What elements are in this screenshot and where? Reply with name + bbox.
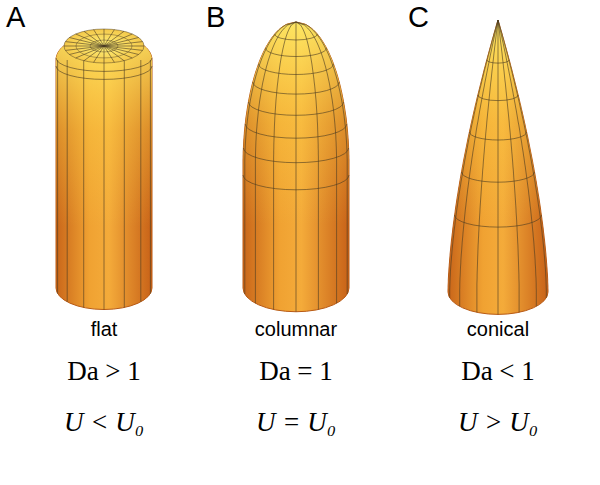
grid-ring (275, 34, 318, 40)
grid-meridian (83, 60, 84, 308)
damkohler-condition: Da = 1 (259, 357, 333, 387)
flat-front (56, 29, 152, 310)
grid-ring (76, 34, 132, 58)
grid-meridian (245, 22, 296, 294)
highlight (56, 34, 152, 310)
grid-ring (56, 66, 152, 79)
grid-spoke (104, 29, 105, 46)
grid-meridian (296, 22, 297, 312)
damkohler-condition: Da < 1 (461, 357, 535, 387)
grid-meridian (450, 20, 498, 298)
surface (243, 22, 349, 312)
grid-spoke (104, 46, 105, 63)
velocity-condition: U = U₀ (256, 408, 336, 438)
surface (448, 20, 548, 314)
grid-spoke (94, 30, 104, 46)
grid-meridian (498, 20, 499, 314)
grid-meridian (498, 20, 546, 298)
panel-letter: A (6, 2, 25, 34)
grid-ring (248, 102, 343, 115)
grid-spoke (65, 46, 104, 50)
grid-spoke (104, 38, 139, 47)
surface (56, 34, 152, 310)
conical-front (448, 20, 548, 314)
highlight (243, 22, 349, 312)
grid-meridian (150, 60, 151, 294)
grid-ring (266, 48, 327, 57)
grid-ring (455, 215, 542, 227)
grid-spoke (84, 31, 104, 46)
velocity-condition: U < U₀ (64, 408, 144, 438)
panel-letter: B (206, 2, 225, 34)
grid-meridian (124, 60, 125, 308)
top-face (64, 29, 144, 63)
grid-meridian (498, 20, 519, 312)
panel-letter: C (408, 2, 429, 34)
grid-meridian (140, 60, 141, 302)
grid-ring (478, 95, 518, 101)
grid-ring (90, 40, 118, 52)
grid-meridian (296, 22, 318, 310)
grid-spoke (104, 46, 124, 61)
shape-name: conical (467, 318, 529, 340)
grid-spoke (104, 42, 143, 46)
grid-ring (243, 148, 348, 163)
shape-name: columnar (255, 318, 337, 340)
damkohler-condition: Da > 1 (67, 357, 141, 387)
velocity-condition: U > U₀ (458, 408, 538, 438)
grid-meridian (274, 22, 296, 310)
grid-ring (259, 64, 334, 75)
grid-ring (243, 175, 349, 190)
grid-meridian (104, 60, 105, 310)
grid-ring (245, 124, 347, 138)
highlight (448, 20, 548, 314)
grid-spoke (69, 46, 104, 55)
grid-meridian (57, 60, 58, 294)
shape-name: flat (91, 318, 118, 340)
grid-ring (469, 132, 526, 140)
grid-ring (253, 82, 339, 94)
grid-spoke (104, 46, 114, 62)
grid-meridian (477, 20, 498, 312)
grid-meridian (67, 60, 68, 302)
grid-ring (462, 172, 535, 182)
grid-meridian (296, 22, 347, 294)
grid-ring (487, 60, 509, 63)
columnar-front (243, 22, 349, 312)
